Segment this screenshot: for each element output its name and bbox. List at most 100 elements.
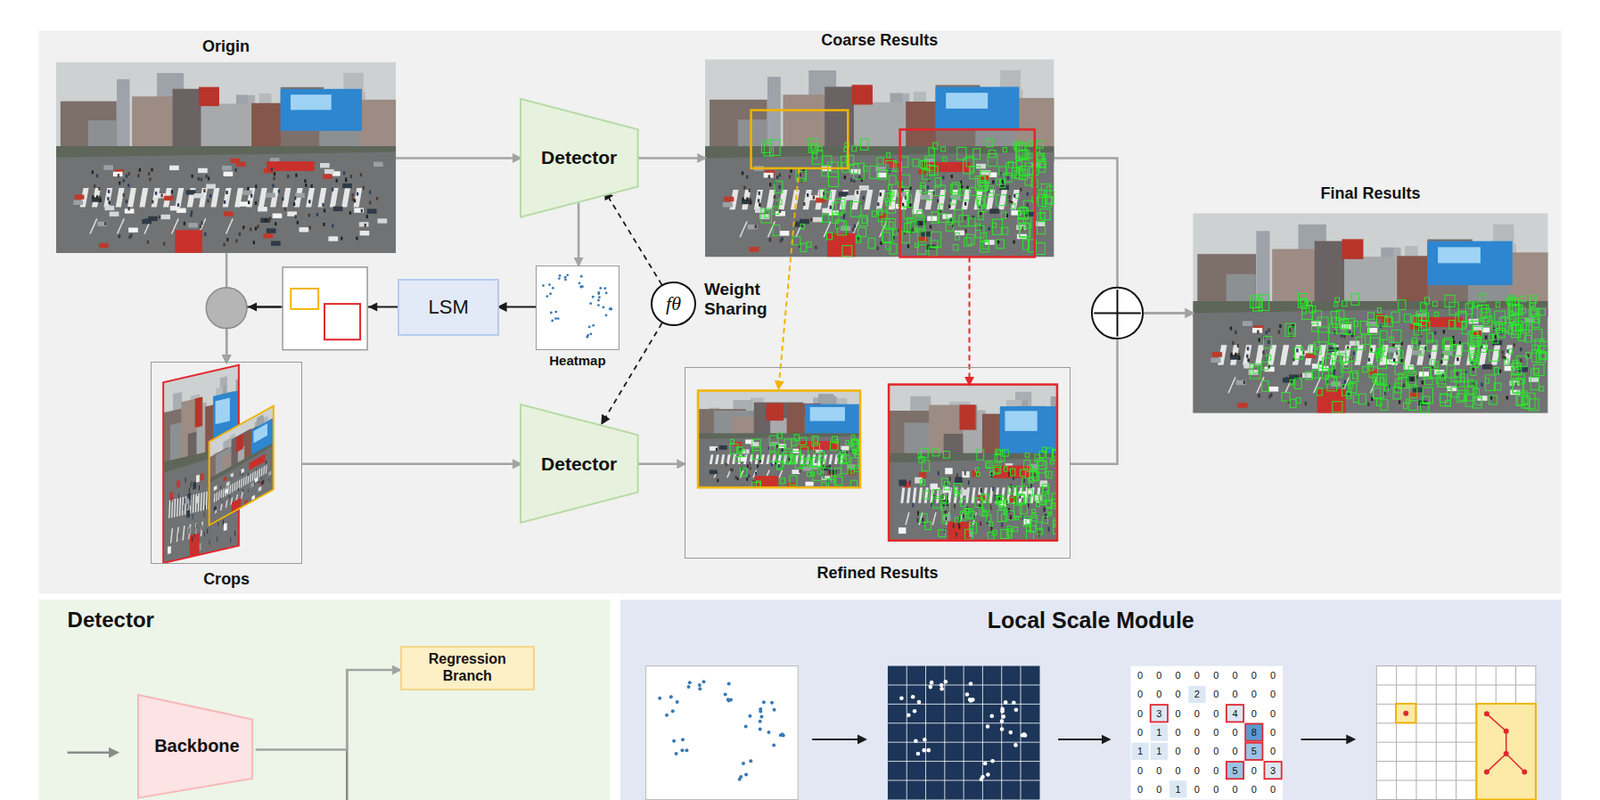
- detection-box: [889, 175, 897, 185]
- crosswalk-stripe: [176, 498, 179, 517]
- detection-box: [851, 439, 859, 451]
- detection-box: [948, 218, 953, 225]
- detection-box: [1377, 315, 1388, 327]
- lane-mark: [905, 512, 910, 526]
- pedestrian: [1285, 377, 1288, 381]
- detection-box: [1472, 326, 1483, 338]
- pedestrian: [322, 222, 325, 227]
- vehicle: [748, 246, 759, 253]
- pedestrian: [1279, 324, 1281, 329]
- vehicle: [167, 546, 172, 555]
- bus: [266, 161, 314, 172]
- vehicle: [197, 168, 208, 173]
- detection-box: [769, 452, 776, 462]
- crosswalk-stripe: [906, 487, 911, 504]
- vehicle: [258, 486, 263, 493]
- detection-box: [1452, 344, 1457, 352]
- detection-box: [920, 448, 928, 458]
- detection-box: [1455, 312, 1467, 329]
- detection-box: [1017, 207, 1028, 220]
- pedestrian: [746, 196, 748, 201]
- detection-box: [1451, 387, 1459, 398]
- pedestrian: [206, 199, 209, 204]
- detection-box: [902, 231, 911, 244]
- pedestrian: [771, 463, 773, 468]
- crosswalk-stripe: [741, 189, 751, 210]
- detection-box: [1398, 300, 1406, 311]
- detection-box: [1403, 402, 1407, 410]
- detection-box: [959, 215, 969, 227]
- detection-box: [960, 511, 967, 521]
- detection-box: [918, 229, 927, 242]
- vehicle: [799, 219, 810, 225]
- detection-box: [783, 451, 791, 463]
- detection-box: [1484, 318, 1489, 325]
- scatter-point: [671, 709, 675, 714]
- heat-point: [605, 314, 608, 318]
- pedestrian: [749, 467, 752, 471]
- pedestrian: [1490, 395, 1493, 400]
- detection-box: [1384, 317, 1393, 328]
- detection-box: [774, 180, 783, 193]
- detection-box: [852, 146, 857, 152]
- pedestrian: [1493, 328, 1495, 332]
- pedestrian: [769, 237, 772, 242]
- lane-mark: [171, 528, 173, 544]
- vehicle: [875, 166, 886, 173]
- detection-box: [954, 486, 958, 491]
- crosswalk-stripe: [721, 454, 726, 465]
- detection-box: [1413, 324, 1421, 335]
- detection-box: [813, 436, 819, 444]
- detection-box: [811, 144, 815, 149]
- pedestrian: [968, 480, 970, 485]
- crosswalk-stripe: [258, 468, 261, 478]
- crosswalk-stripe: [900, 487, 905, 504]
- pedestrian: [990, 506, 993, 511]
- pedestrian: [789, 169, 792, 173]
- pedestrian: [191, 536, 194, 542]
- pedestrian: [295, 173, 297, 178]
- pedestrian: [798, 469, 801, 474]
- pedestrian: [788, 174, 791, 179]
- detection-box: [761, 140, 772, 153]
- pedestrian: [810, 218, 813, 222]
- vehicle: [239, 201, 250, 206]
- heat-point: [557, 277, 561, 280]
- detection-box: [822, 155, 832, 166]
- pedestrian: [917, 511, 919, 517]
- detection-box: [1016, 161, 1023, 168]
- pedestrian: [1526, 354, 1529, 359]
- detection-box: [1532, 329, 1543, 342]
- pedestrian: [1243, 380, 1246, 385]
- detection-box: [1517, 374, 1525, 385]
- pedestrian: [1368, 358, 1371, 362]
- detection-box: [1045, 471, 1052, 479]
- pedestrian: [806, 193, 809, 197]
- detection-box: [1037, 221, 1046, 235]
- detection-box: [735, 457, 740, 462]
- pedestrian: [1230, 352, 1232, 357]
- detection-box: [912, 159, 919, 167]
- pedestrian: [361, 209, 363, 214]
- pedestrian: [369, 190, 371, 195]
- heat-point: [550, 320, 554, 323]
- pedestrian: [247, 473, 250, 476]
- pedestrian: [189, 213, 192, 218]
- detection-box: [989, 522, 993, 526]
- heat-point: [564, 276, 567, 279]
- heat-point: [580, 286, 583, 289]
- lane-mark: [201, 521, 204, 537]
- pedestrian: [235, 239, 238, 244]
- detection-box: [856, 236, 862, 244]
- pedestrian: [799, 172, 802, 177]
- scatter-box: [646, 666, 799, 800]
- pedestrian: [364, 223, 367, 228]
- detection-box: [1027, 153, 1033, 158]
- pedestrian: [182, 505, 185, 511]
- pedestrian: [123, 193, 125, 197]
- pedestrian: [127, 172, 130, 176]
- pedestrian: [988, 227, 991, 231]
- detection-box: [1289, 399, 1297, 408]
- vehicle: [944, 467, 952, 475]
- screen: [851, 84, 872, 105]
